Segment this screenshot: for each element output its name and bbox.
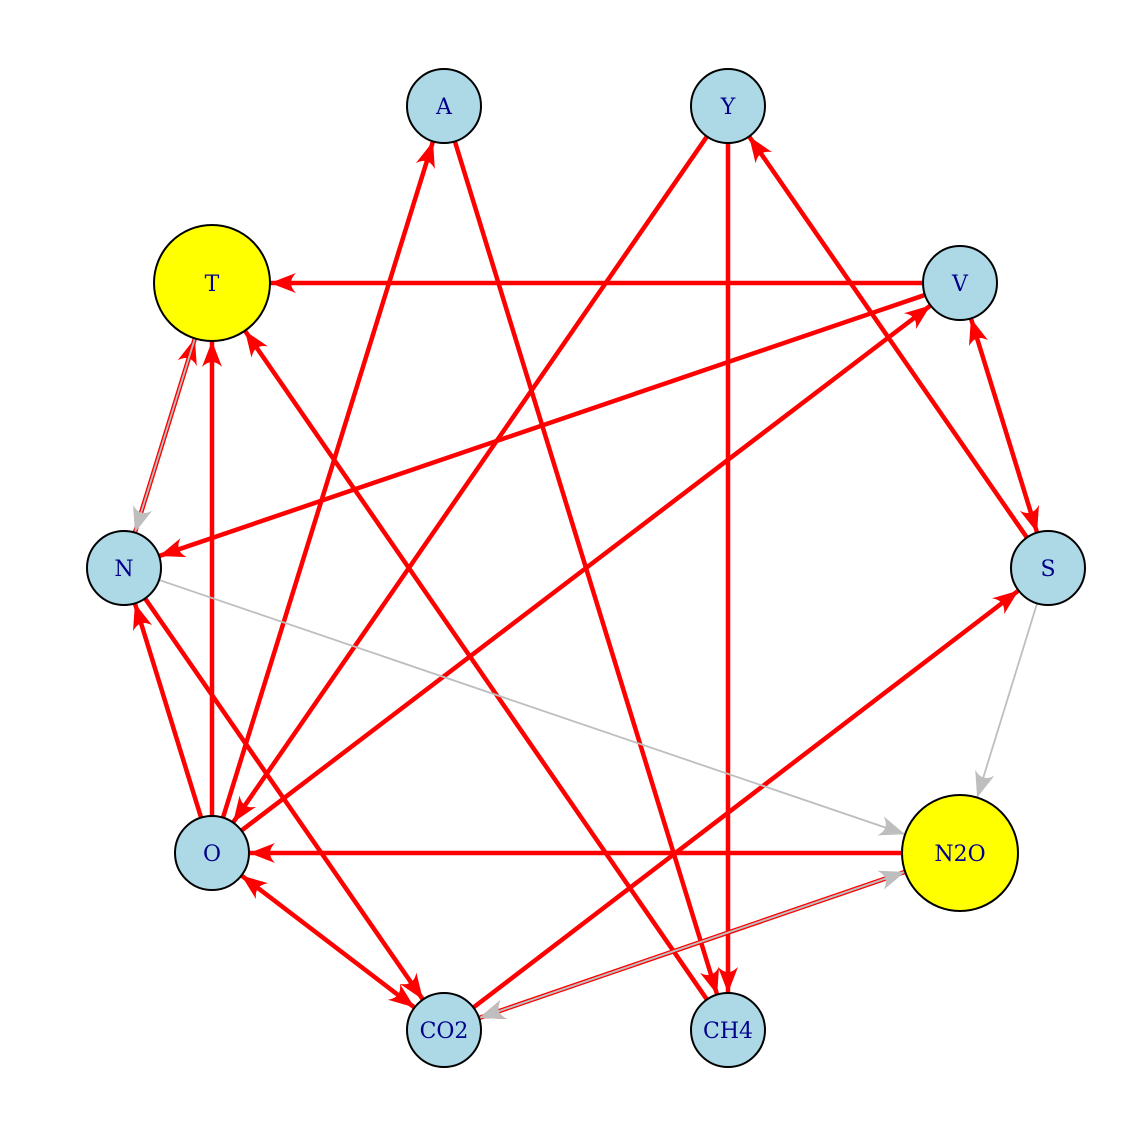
edge-n-n2o xyxy=(158,579,906,836)
edge-o-t xyxy=(202,341,222,816)
arrowhead xyxy=(699,966,720,995)
node-label: O xyxy=(203,842,221,867)
node-a: A xyxy=(406,68,482,144)
edge-o-a xyxy=(220,140,436,819)
node-label: T xyxy=(205,272,220,297)
edge-line xyxy=(243,329,709,1001)
edge-ch4-t xyxy=(243,329,709,1001)
arrowhead xyxy=(749,136,773,164)
node-circle xyxy=(1010,530,1086,606)
edge-line xyxy=(220,140,436,819)
arrowhead xyxy=(399,972,423,1000)
node-s: S xyxy=(1010,530,1086,606)
arrowhead xyxy=(133,603,153,632)
arrowhead xyxy=(202,341,222,367)
node-circle xyxy=(406,68,482,144)
edge-line xyxy=(968,317,1040,534)
edge-o-n xyxy=(132,602,204,819)
arrowhead xyxy=(975,769,995,798)
node-label: A xyxy=(435,95,453,120)
arrowhead xyxy=(387,983,415,1008)
edge-line xyxy=(976,603,1038,798)
edge-line xyxy=(240,873,416,1010)
edge-line xyxy=(472,588,1020,1010)
arrowhead xyxy=(877,870,906,890)
edge-n-co2 xyxy=(143,597,425,1001)
node-y: Y xyxy=(690,68,766,144)
node-circle xyxy=(901,794,1019,912)
arrowhead xyxy=(244,330,268,358)
edge-line xyxy=(143,597,425,1001)
edge-line xyxy=(132,602,204,819)
arrowhead xyxy=(159,538,187,558)
edge-t-n xyxy=(133,338,196,533)
node-label: CO2 xyxy=(420,1019,469,1044)
edge-v-n xyxy=(158,292,926,559)
node-label: CH4 xyxy=(703,1019,753,1044)
arrowhead xyxy=(133,504,153,533)
edge-o-co2 xyxy=(240,873,416,1010)
edge-line xyxy=(478,870,906,1019)
node-ch4: CH4 xyxy=(690,992,766,1068)
node-v: V xyxy=(922,245,998,321)
arrowhead xyxy=(1019,504,1039,533)
node-circle xyxy=(690,992,766,1068)
edge-o-v xyxy=(240,303,932,833)
edge-line xyxy=(240,303,932,833)
edge-n2o-o xyxy=(249,843,902,863)
arrowhead xyxy=(249,843,275,863)
node-circle xyxy=(174,815,250,891)
node-label: V xyxy=(951,272,969,297)
arrowhead xyxy=(270,273,296,293)
edge-n2o-co2 xyxy=(478,870,906,1020)
edge-line xyxy=(158,292,926,559)
node-o: O xyxy=(174,815,250,891)
node-label: N2O xyxy=(934,842,985,867)
edge-v-s xyxy=(968,317,1040,534)
node-circle xyxy=(690,68,766,144)
node-circle xyxy=(406,992,482,1068)
arrowhead xyxy=(718,967,738,993)
node-n2o: N2O xyxy=(901,794,1019,912)
node-co2: CO2 xyxy=(406,992,482,1068)
arrowhead xyxy=(991,590,1019,615)
edge-co2-s xyxy=(472,588,1020,1010)
node-circle xyxy=(922,245,998,321)
node-n: N xyxy=(86,530,162,606)
edge-y-ch4 xyxy=(718,143,738,993)
edge-line xyxy=(134,338,196,533)
node-label: N xyxy=(114,557,133,582)
edge-line xyxy=(231,135,709,824)
node-t: T xyxy=(153,224,271,342)
node-circle xyxy=(86,530,162,606)
node-label: Y xyxy=(720,95,736,120)
arrowhead xyxy=(969,318,989,347)
edge-line xyxy=(158,579,906,836)
node-circle xyxy=(153,224,271,342)
node-layer: A Y T V N S O N2O CO2 CH4 xyxy=(86,68,1086,1068)
arrowhead xyxy=(233,795,257,823)
arrowhead xyxy=(903,305,931,330)
edge-s-n2o xyxy=(975,603,1038,798)
arrowhead xyxy=(415,141,435,170)
edge-y-o xyxy=(231,135,709,824)
arrowhead xyxy=(241,875,269,900)
arrowhead xyxy=(478,1000,507,1020)
edge-v-t xyxy=(270,273,923,293)
node-label: S xyxy=(1040,557,1055,582)
edge-layer xyxy=(132,135,1040,1021)
arrowhead xyxy=(877,816,906,836)
